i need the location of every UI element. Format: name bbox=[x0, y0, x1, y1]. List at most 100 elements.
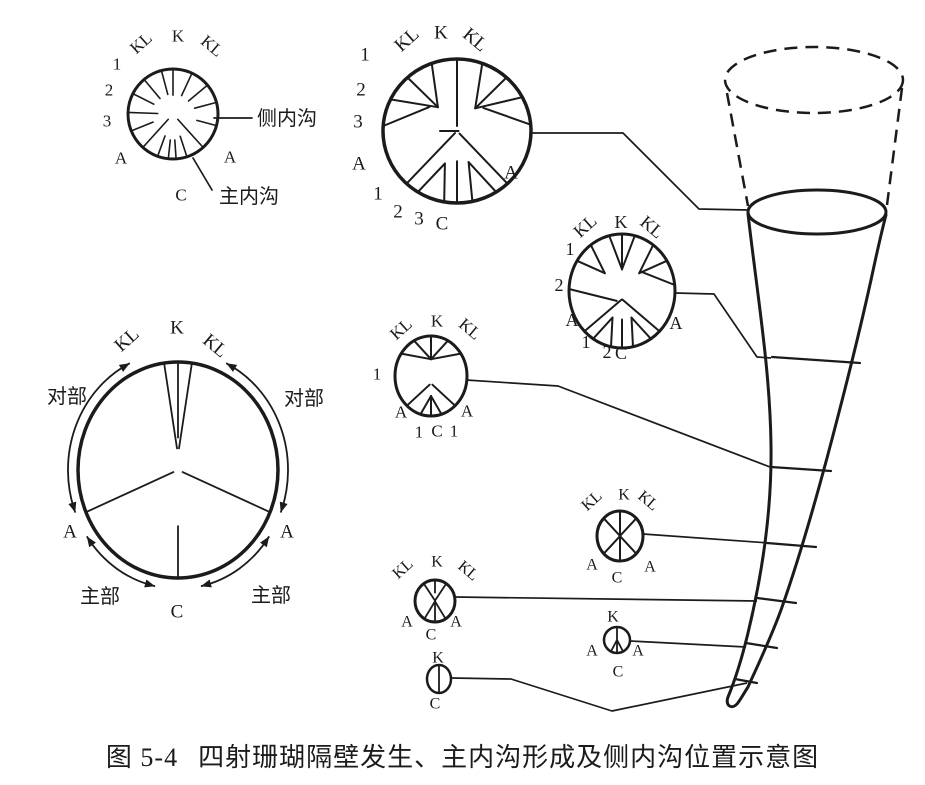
septum-line bbox=[132, 92, 155, 105]
leader-to-rim bbox=[532, 132, 749, 211]
septum-label: C bbox=[615, 343, 627, 363]
insertion-direction-arc bbox=[67, 362, 131, 513]
septum-label: 1 bbox=[373, 184, 383, 205]
septum-label: 2 bbox=[603, 342, 612, 362]
coral-horn bbox=[723, 45, 905, 709]
septum-line bbox=[406, 76, 439, 109]
figure-number: 图 5-4 bbox=[105, 743, 179, 772]
septum-line bbox=[423, 600, 436, 620]
quadrant-label: 对部 bbox=[284, 386, 324, 410]
leader-to-level-5 bbox=[465, 379, 771, 468]
septum-label: K bbox=[431, 554, 443, 571]
septum-line bbox=[638, 259, 668, 275]
arrowhead-icon bbox=[260, 536, 270, 548]
septum-label: C bbox=[436, 214, 449, 235]
septum-line bbox=[589, 243, 606, 275]
septum-label: 2 bbox=[356, 80, 366, 101]
septum-label: 2 bbox=[393, 202, 403, 223]
septum-line bbox=[156, 135, 166, 158]
septum-label: 2 bbox=[105, 81, 114, 100]
septum-line bbox=[178, 362, 193, 450]
septum-line bbox=[608, 234, 623, 271]
septum-label: K bbox=[615, 212, 628, 232]
septum-line bbox=[416, 162, 446, 194]
septum-label: A bbox=[566, 310, 579, 330]
septum-label: A bbox=[450, 614, 462, 631]
septum-line bbox=[167, 139, 172, 160]
lateral-fossula-label: 侧内沟 bbox=[257, 106, 317, 130]
septum-label: K bbox=[432, 650, 444, 667]
septum-label: C bbox=[175, 186, 186, 205]
quadrant-label: 主部 bbox=[251, 583, 291, 607]
leader-to-level-2 bbox=[629, 640, 747, 648]
arrowhead-icon bbox=[226, 363, 238, 372]
septum-label: KL bbox=[391, 24, 424, 57]
septum-line bbox=[576, 259, 606, 275]
septum-line bbox=[177, 118, 204, 149]
septum-line bbox=[85, 471, 175, 514]
insertion-direction-arc bbox=[86, 535, 156, 588]
septum-line bbox=[142, 118, 169, 149]
septum-line bbox=[434, 600, 447, 620]
septum-label: A bbox=[461, 402, 474, 421]
septum-label: 1 bbox=[582, 332, 591, 352]
septum-line bbox=[130, 121, 154, 132]
septum-line bbox=[467, 161, 474, 203]
horn-top-rim-dashed bbox=[723, 45, 905, 115]
septum-label: KL bbox=[455, 314, 485, 343]
septum-label: K bbox=[172, 27, 185, 46]
septum-line bbox=[638, 243, 655, 275]
septum-line bbox=[474, 96, 524, 110]
arrowhead-icon bbox=[200, 579, 212, 588]
septum-line bbox=[616, 639, 624, 653]
arrowhead-icon bbox=[144, 579, 156, 588]
septum-label: K bbox=[431, 312, 444, 331]
septum-line bbox=[430, 62, 439, 109]
arrowhead-icon bbox=[86, 536, 96, 548]
septum-label: C bbox=[426, 627, 437, 644]
septum-line bbox=[474, 76, 508, 110]
septum-label: KL bbox=[578, 488, 605, 515]
septum-line bbox=[430, 395, 443, 416]
septum-label: 1 bbox=[360, 45, 370, 66]
septum-line bbox=[413, 339, 432, 361]
septum-line bbox=[621, 234, 636, 271]
septum-line bbox=[174, 139, 177, 160]
septum-line bbox=[434, 582, 448, 602]
horn-calice-rim bbox=[746, 188, 888, 236]
septum-line bbox=[382, 105, 431, 127]
main-fossula-label: 主内沟 bbox=[219, 184, 279, 208]
septum-line bbox=[621, 298, 661, 333]
septum-label: KL bbox=[634, 488, 661, 515]
septum-line bbox=[431, 383, 457, 407]
insertion-direction-arc bbox=[200, 535, 270, 588]
septum-line bbox=[405, 383, 431, 407]
septum-label: K bbox=[618, 487, 630, 504]
septum-label: KL bbox=[569, 211, 600, 242]
septum-label: C bbox=[171, 602, 184, 623]
septum-line bbox=[583, 298, 623, 333]
arrowhead-icon bbox=[279, 501, 288, 513]
septum-label: 1 bbox=[415, 423, 424, 442]
septum-label: A bbox=[670, 313, 683, 333]
septum-line bbox=[127, 111, 159, 115]
septum-line bbox=[181, 471, 272, 514]
septum-line bbox=[143, 78, 161, 100]
horn-side-dashed bbox=[885, 87, 904, 206]
septum-line bbox=[160, 69, 169, 96]
horn-body-outline bbox=[725, 212, 888, 709]
septum-line bbox=[474, 62, 484, 110]
septum-label: A bbox=[395, 403, 408, 422]
septum-line bbox=[400, 352, 432, 361]
septum-label: 1 bbox=[450, 422, 459, 441]
arrowhead-icon bbox=[68, 501, 77, 513]
